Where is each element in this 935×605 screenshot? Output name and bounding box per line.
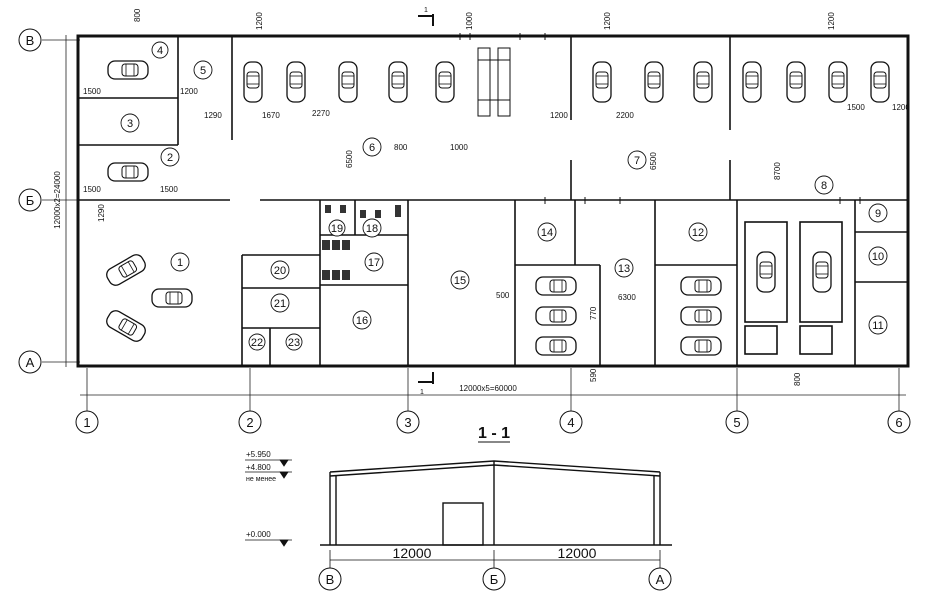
section-axis-b: Б bbox=[490, 572, 499, 587]
dim-500: 500 bbox=[496, 291, 510, 300]
section-cut-marks bbox=[418, 14, 434, 384]
room-2: 2 bbox=[167, 152, 173, 164]
internal-walls bbox=[78, 36, 908, 366]
axis-label-5: 5 bbox=[733, 415, 740, 430]
room-1: 1 bbox=[177, 257, 183, 269]
dim-1200-f: 1200 bbox=[892, 103, 910, 112]
level-mid: +4.800 bbox=[246, 463, 271, 472]
room-7: 7 bbox=[634, 155, 640, 167]
room-6: 6 bbox=[369, 142, 375, 154]
toilet-fixtures bbox=[322, 205, 401, 280]
dim-800-c: 800 bbox=[793, 372, 802, 386]
room-20: 20 bbox=[274, 265, 286, 277]
lift-equipment bbox=[477, 47, 511, 117]
dim-1290-b: 1290 bbox=[97, 204, 106, 222]
axis-label-2: 2 bbox=[246, 415, 253, 430]
section-axis-a: А bbox=[656, 572, 665, 587]
section-span-left: 12000 bbox=[393, 545, 432, 561]
section-cut-label-top: 1 bbox=[424, 7, 428, 14]
room-numbers: 1 2 3 4 5 6 7 8 9 10 11 12 13 14 15 16 1… bbox=[127, 45, 884, 349]
dim-1500-a: 1500 bbox=[83, 87, 101, 96]
axis-label-b: Б bbox=[26, 193, 35, 208]
dim-1200-c: 1200 bbox=[827, 12, 836, 30]
room-13: 13 bbox=[618, 263, 630, 275]
axis-label-4: 4 bbox=[567, 415, 574, 430]
room-18: 18 bbox=[366, 223, 378, 235]
room-17: 17 bbox=[368, 257, 380, 269]
room-9: 9 bbox=[875, 208, 881, 220]
room-16: 16 bbox=[356, 315, 368, 327]
outer-walls bbox=[76, 34, 910, 368]
section-cut-label-bottom: 1 bbox=[420, 389, 424, 396]
dim-1000-b: 1000 bbox=[450, 143, 468, 152]
room-15: 15 bbox=[454, 275, 466, 287]
room-21: 21 bbox=[274, 298, 286, 310]
dim-1200-e: 1200 bbox=[550, 111, 568, 120]
section-title: 1 - 1 bbox=[478, 425, 510, 442]
dim-1500-d: 1500 bbox=[160, 185, 178, 194]
dim-800-b: 800 bbox=[394, 143, 408, 152]
axis-label-1: 1 bbox=[83, 415, 90, 430]
axis-label-v: В bbox=[26, 33, 35, 48]
dim-770: 770 bbox=[589, 306, 598, 320]
section-span-right: 12000 bbox=[558, 545, 597, 561]
room-4: 4 bbox=[157, 45, 163, 57]
room-3: 3 bbox=[127, 118, 133, 130]
axis-label-a: А bbox=[26, 355, 35, 370]
level-note: не менее bbox=[246, 476, 276, 483]
dim-8700: 8700 bbox=[773, 162, 782, 180]
level-zero: +0.000 bbox=[246, 530, 271, 539]
room-14: 14 bbox=[541, 227, 553, 239]
vehicles bbox=[103, 60, 890, 356]
dim-800-top: 800 bbox=[133, 8, 142, 22]
dim-1200-b: 1200 bbox=[603, 12, 612, 30]
room-8: 8 bbox=[821, 180, 827, 192]
dim-1670: 1670 bbox=[262, 111, 280, 120]
dim-1200-d: 1200 bbox=[180, 87, 198, 96]
dim-6500-a: 6500 bbox=[345, 150, 354, 168]
dim-1290-a: 1290 bbox=[204, 111, 222, 120]
room-19: 19 bbox=[331, 223, 343, 235]
level-top: +5.950 bbox=[246, 450, 271, 459]
level-marks bbox=[245, 459, 292, 547]
plan-dimensions: 800 1200 1000 1200 1200 1500 1200 1290 1… bbox=[83, 8, 910, 386]
axis-label-6: 6 bbox=[895, 415, 902, 430]
dim-1500-c: 1500 bbox=[83, 185, 101, 194]
dim-6500-b: 6500 bbox=[649, 152, 658, 170]
room-23: 23 bbox=[288, 337, 300, 349]
overall-length-dim: 12000x5=60000 bbox=[459, 384, 517, 393]
dim-2270: 2270 bbox=[312, 109, 330, 118]
dim-6300: 6300 bbox=[618, 293, 636, 302]
dim-1500-b: 1500 bbox=[847, 103, 865, 112]
overall-width-dim: 12000x2=24000 bbox=[53, 171, 62, 229]
section-axis-v: В bbox=[326, 572, 335, 587]
room-circles bbox=[120, 41, 888, 351]
dim-1000-top: 1000 bbox=[465, 12, 474, 30]
room-5: 5 bbox=[200, 65, 206, 77]
room-12: 12 bbox=[692, 227, 704, 239]
room-11: 11 bbox=[872, 320, 883, 332]
section-dim-lines bbox=[329, 550, 661, 570]
section-outline bbox=[320, 460, 672, 546]
section-axis-bubbles bbox=[318, 567, 672, 591]
axis-grid bbox=[42, 35, 906, 412]
axis-label-3: 3 bbox=[404, 415, 411, 430]
dim-2200: 2200 bbox=[616, 111, 634, 120]
wall-openings bbox=[459, 33, 861, 204]
room-22: 22 bbox=[251, 337, 263, 349]
dim-590: 590 bbox=[589, 368, 598, 382]
room-10: 10 bbox=[872, 251, 884, 263]
axis-bubbles bbox=[18, 28, 911, 434]
dim-1200-a: 1200 bbox=[255, 12, 264, 30]
